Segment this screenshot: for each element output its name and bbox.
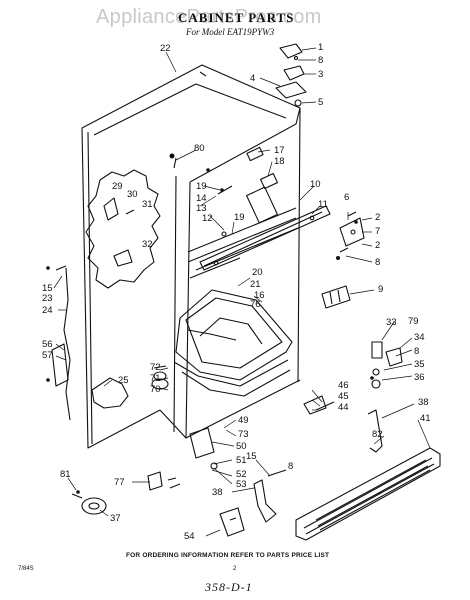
- left-tubing: [51, 265, 71, 421]
- callout-13: 13: [196, 203, 207, 214]
- cabinet-shell: [81, 64, 301, 449]
- callout-45: 45: [338, 391, 349, 402]
- callout-30: 30: [127, 189, 138, 200]
- drain-parts: [147, 427, 218, 491]
- callout-76: 76: [250, 299, 261, 310]
- callout-16: 16: [254, 290, 265, 301]
- callout-14: 14: [196, 193, 207, 204]
- callout-56: 56: [42, 339, 53, 350]
- callout-46: 46: [338, 380, 349, 391]
- callout-41: 41: [420, 413, 431, 424]
- callout-15: 15: [42, 283, 53, 294]
- callout-80: 80: [194, 143, 205, 154]
- liner-bottom: [173, 289, 293, 397]
- interior-fixtures: [173, 146, 279, 237]
- callout-29: 29: [112, 181, 123, 192]
- leader-lines: [53, 47, 431, 537]
- callout-8c: 8: [414, 346, 420, 357]
- callout-50: 50: [236, 441, 247, 452]
- callout-8: 8: [318, 55, 324, 66]
- callout-36: 36: [414, 372, 425, 383]
- callout-12: 12: [202, 213, 213, 224]
- callout-31: 31: [142, 199, 153, 210]
- callout-34: 34: [414, 332, 425, 343]
- leveling-parts: [371, 341, 403, 389]
- bracket-9: [321, 285, 351, 309]
- callout-24: 24: [42, 305, 53, 316]
- callout-79: 79: [408, 316, 419, 327]
- callout-38: 38: [418, 397, 429, 408]
- callout-15b: 15: [246, 451, 257, 462]
- callout-4: 4: [250, 73, 256, 84]
- callout-44: 44: [338, 402, 349, 413]
- callout-81: 81: [60, 469, 71, 480]
- cross-rail: [199, 205, 331, 271]
- callout-25: 25: [118, 375, 129, 386]
- divider-mullion: [187, 207, 299, 279]
- callout-10: 10: [310, 179, 321, 190]
- callout-71: 71: [150, 373, 161, 384]
- callout-82: 82: [372, 429, 383, 440]
- callout-8b: 8: [375, 257, 381, 268]
- callout-19b: 19: [234, 212, 245, 223]
- callout-6: 6: [344, 192, 350, 203]
- lower-bracket-parts: [219, 469, 287, 537]
- bracket-38: [367, 409, 383, 453]
- page-number: 2: [233, 566, 237, 572]
- callout-57: 57: [42, 350, 53, 361]
- toe-grille: [295, 447, 441, 541]
- callout-1: 1: [318, 42, 324, 53]
- handwritten-stamp: 358-D-1: [205, 580, 253, 594]
- callout-7: 7: [375, 226, 381, 237]
- callout-37: 37: [110, 513, 121, 524]
- callout-54: 54: [184, 531, 195, 542]
- callout-38b: 38: [212, 487, 223, 498]
- callout-19: 19: [196, 181, 207, 192]
- bottom-hinge-parts: [303, 395, 335, 415]
- callout-49: 49: [238, 415, 249, 426]
- callout-70: 70: [150, 384, 161, 395]
- callout-32: 32: [142, 239, 153, 250]
- callout-33: 33: [386, 317, 397, 328]
- leveling-leg: [71, 493, 107, 515]
- model-subtitle: For Model EAT19PYW3: [186, 27, 275, 37]
- top-hinge-assembly: [275, 43, 307, 107]
- callout-18: 18: [274, 156, 285, 167]
- callout-9: 9: [378, 284, 384, 295]
- callout-2b: 2: [375, 240, 381, 251]
- callout-35: 35: [414, 359, 425, 370]
- callout-77: 77: [114, 477, 125, 488]
- control-panel-cloud: [85, 169, 161, 289]
- callout-51: 51: [236, 455, 247, 466]
- document-id: 7/84S: [18, 566, 34, 572]
- callout-8d: 8: [288, 461, 294, 472]
- callout-17: 17: [274, 145, 285, 156]
- callout-3: 3: [318, 69, 324, 80]
- watermark: AppliancePartsPros.com: [96, 6, 322, 28]
- callout-2: 2: [375, 212, 381, 223]
- callout-72: 72: [150, 362, 161, 373]
- callout-5: 5: [318, 97, 324, 108]
- callout-52: 52: [236, 469, 247, 480]
- ordering-footer-note: FOR ORDERING INFORMATION REFER TO PARTS …: [126, 552, 330, 559]
- callout-23: 23: [42, 293, 53, 304]
- callout-20: 20: [252, 267, 263, 278]
- callout-21: 21: [250, 279, 261, 290]
- center-hinge-bracket: [339, 211, 365, 253]
- page-title: CABINET PARTS: [178, 10, 295, 25]
- callout-53: 53: [236, 479, 247, 490]
- callout-73: 73: [238, 429, 249, 440]
- callout-11: 11: [318, 199, 328, 210]
- callout-22: 22: [160, 43, 171, 54]
